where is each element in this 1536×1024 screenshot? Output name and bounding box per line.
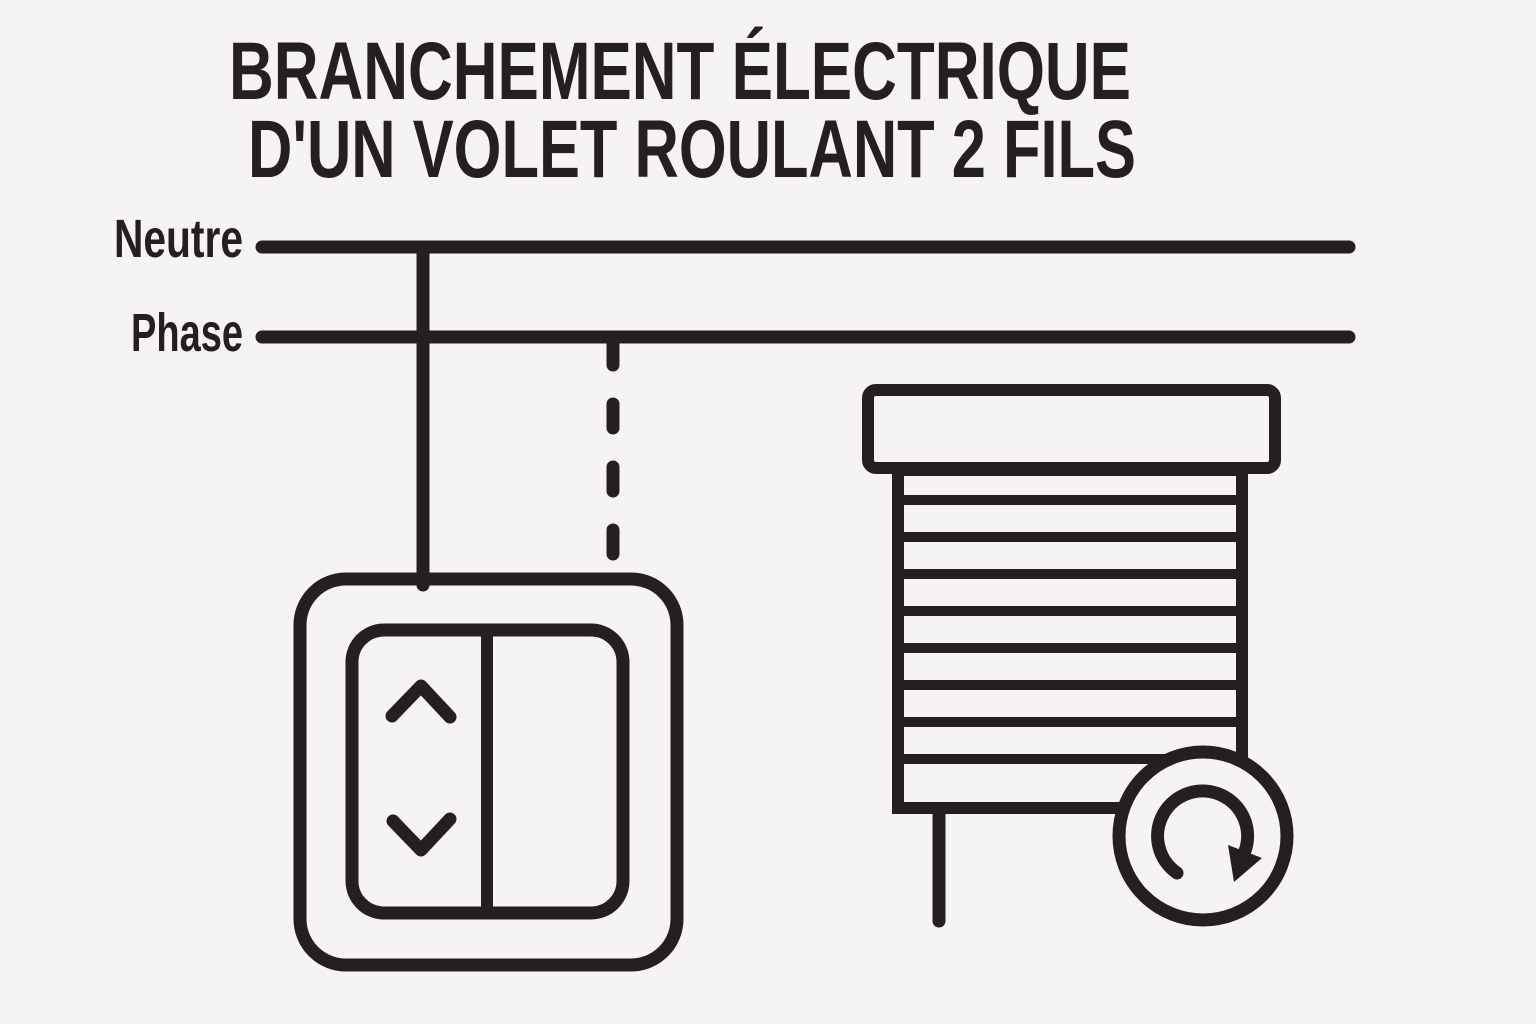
title-line-1: BRANCHEMENT ÉLECTRIQUE [229,26,1131,117]
shutter-curtain [892,464,1248,814]
rotation-arrowhead [1228,845,1262,882]
rotation-arrow-arc [1151,784,1255,880]
chevron-up-icon [385,679,457,724]
neutral-label: Neutre [114,209,243,269]
wires [255,240,1356,592]
shutter-slats [904,495,1236,764]
title-line-2: D'UN VOLET ROULANT 2 FILS [248,104,1136,195]
rotation-icon [1112,745,1294,927]
wire-labels: Neutre Phase [114,209,243,363]
rotation-outer-circle [1112,745,1294,927]
roller-shutter [862,384,1281,928]
wall-switch [293,572,684,972]
phase-label: Phase [131,303,243,363]
shutter-box [862,384,1281,474]
chevron-down-icon [386,812,457,857]
switch-outer-frame [293,572,684,972]
diagram-title: BRANCHEMENT ÉLECTRIQUE D'UN VOLET ROULAN… [229,26,1136,195]
